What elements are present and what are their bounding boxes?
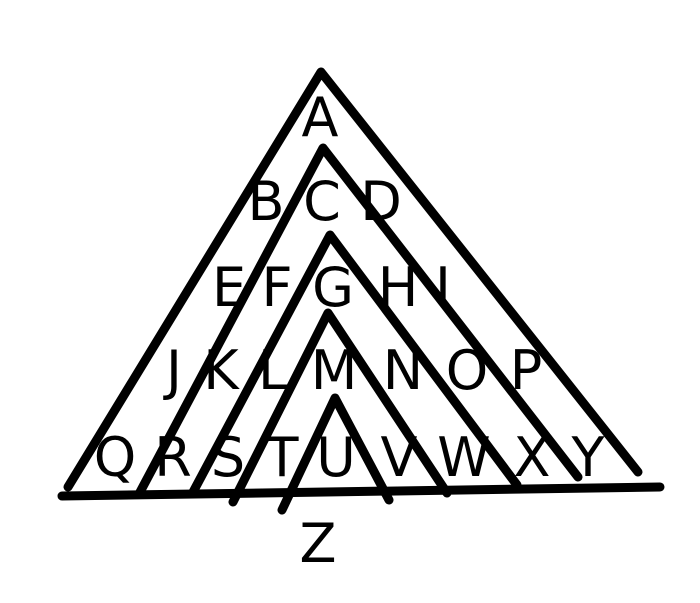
letter-M: M <box>311 339 358 402</box>
triangle-3 <box>187 230 522 499</box>
letter-Q: Q <box>94 426 137 489</box>
letter-F: F <box>261 256 292 319</box>
letter-V: V <box>381 426 418 489</box>
letter-S: S <box>211 426 245 489</box>
letter-U: U <box>316 426 356 489</box>
letter-N: N <box>383 339 423 402</box>
letter-R: R <box>154 426 192 489</box>
letter-B: B <box>247 170 284 233</box>
triangle-outer <box>63 67 643 492</box>
letter-L: L <box>258 339 288 402</box>
letter-A: A <box>302 86 339 149</box>
letter-C: C <box>303 170 341 233</box>
letter-Y: Y <box>571 426 606 489</box>
letter-E: E <box>212 256 246 319</box>
letter-T: T <box>265 426 300 489</box>
triangle-inner <box>277 393 394 515</box>
letter-W: W <box>437 426 490 489</box>
letter-H: H <box>378 256 419 319</box>
letter-D: D <box>360 170 402 233</box>
letter-G: G <box>312 256 354 319</box>
letter-O: O <box>446 339 489 402</box>
letter-K: K <box>203 339 240 402</box>
letter-Z: Z <box>300 512 337 575</box>
triangle-2 <box>134 143 583 499</box>
baseline <box>57 482 665 501</box>
letter-X: X <box>514 426 551 489</box>
triangle-4 <box>228 308 452 507</box>
letter-J: J <box>163 339 182 402</box>
letter-I: I <box>435 256 451 319</box>
letter-P: P <box>510 339 543 402</box>
letters-group: A B C D E F G H I J K L M N O P Q R S T … <box>94 86 606 575</box>
